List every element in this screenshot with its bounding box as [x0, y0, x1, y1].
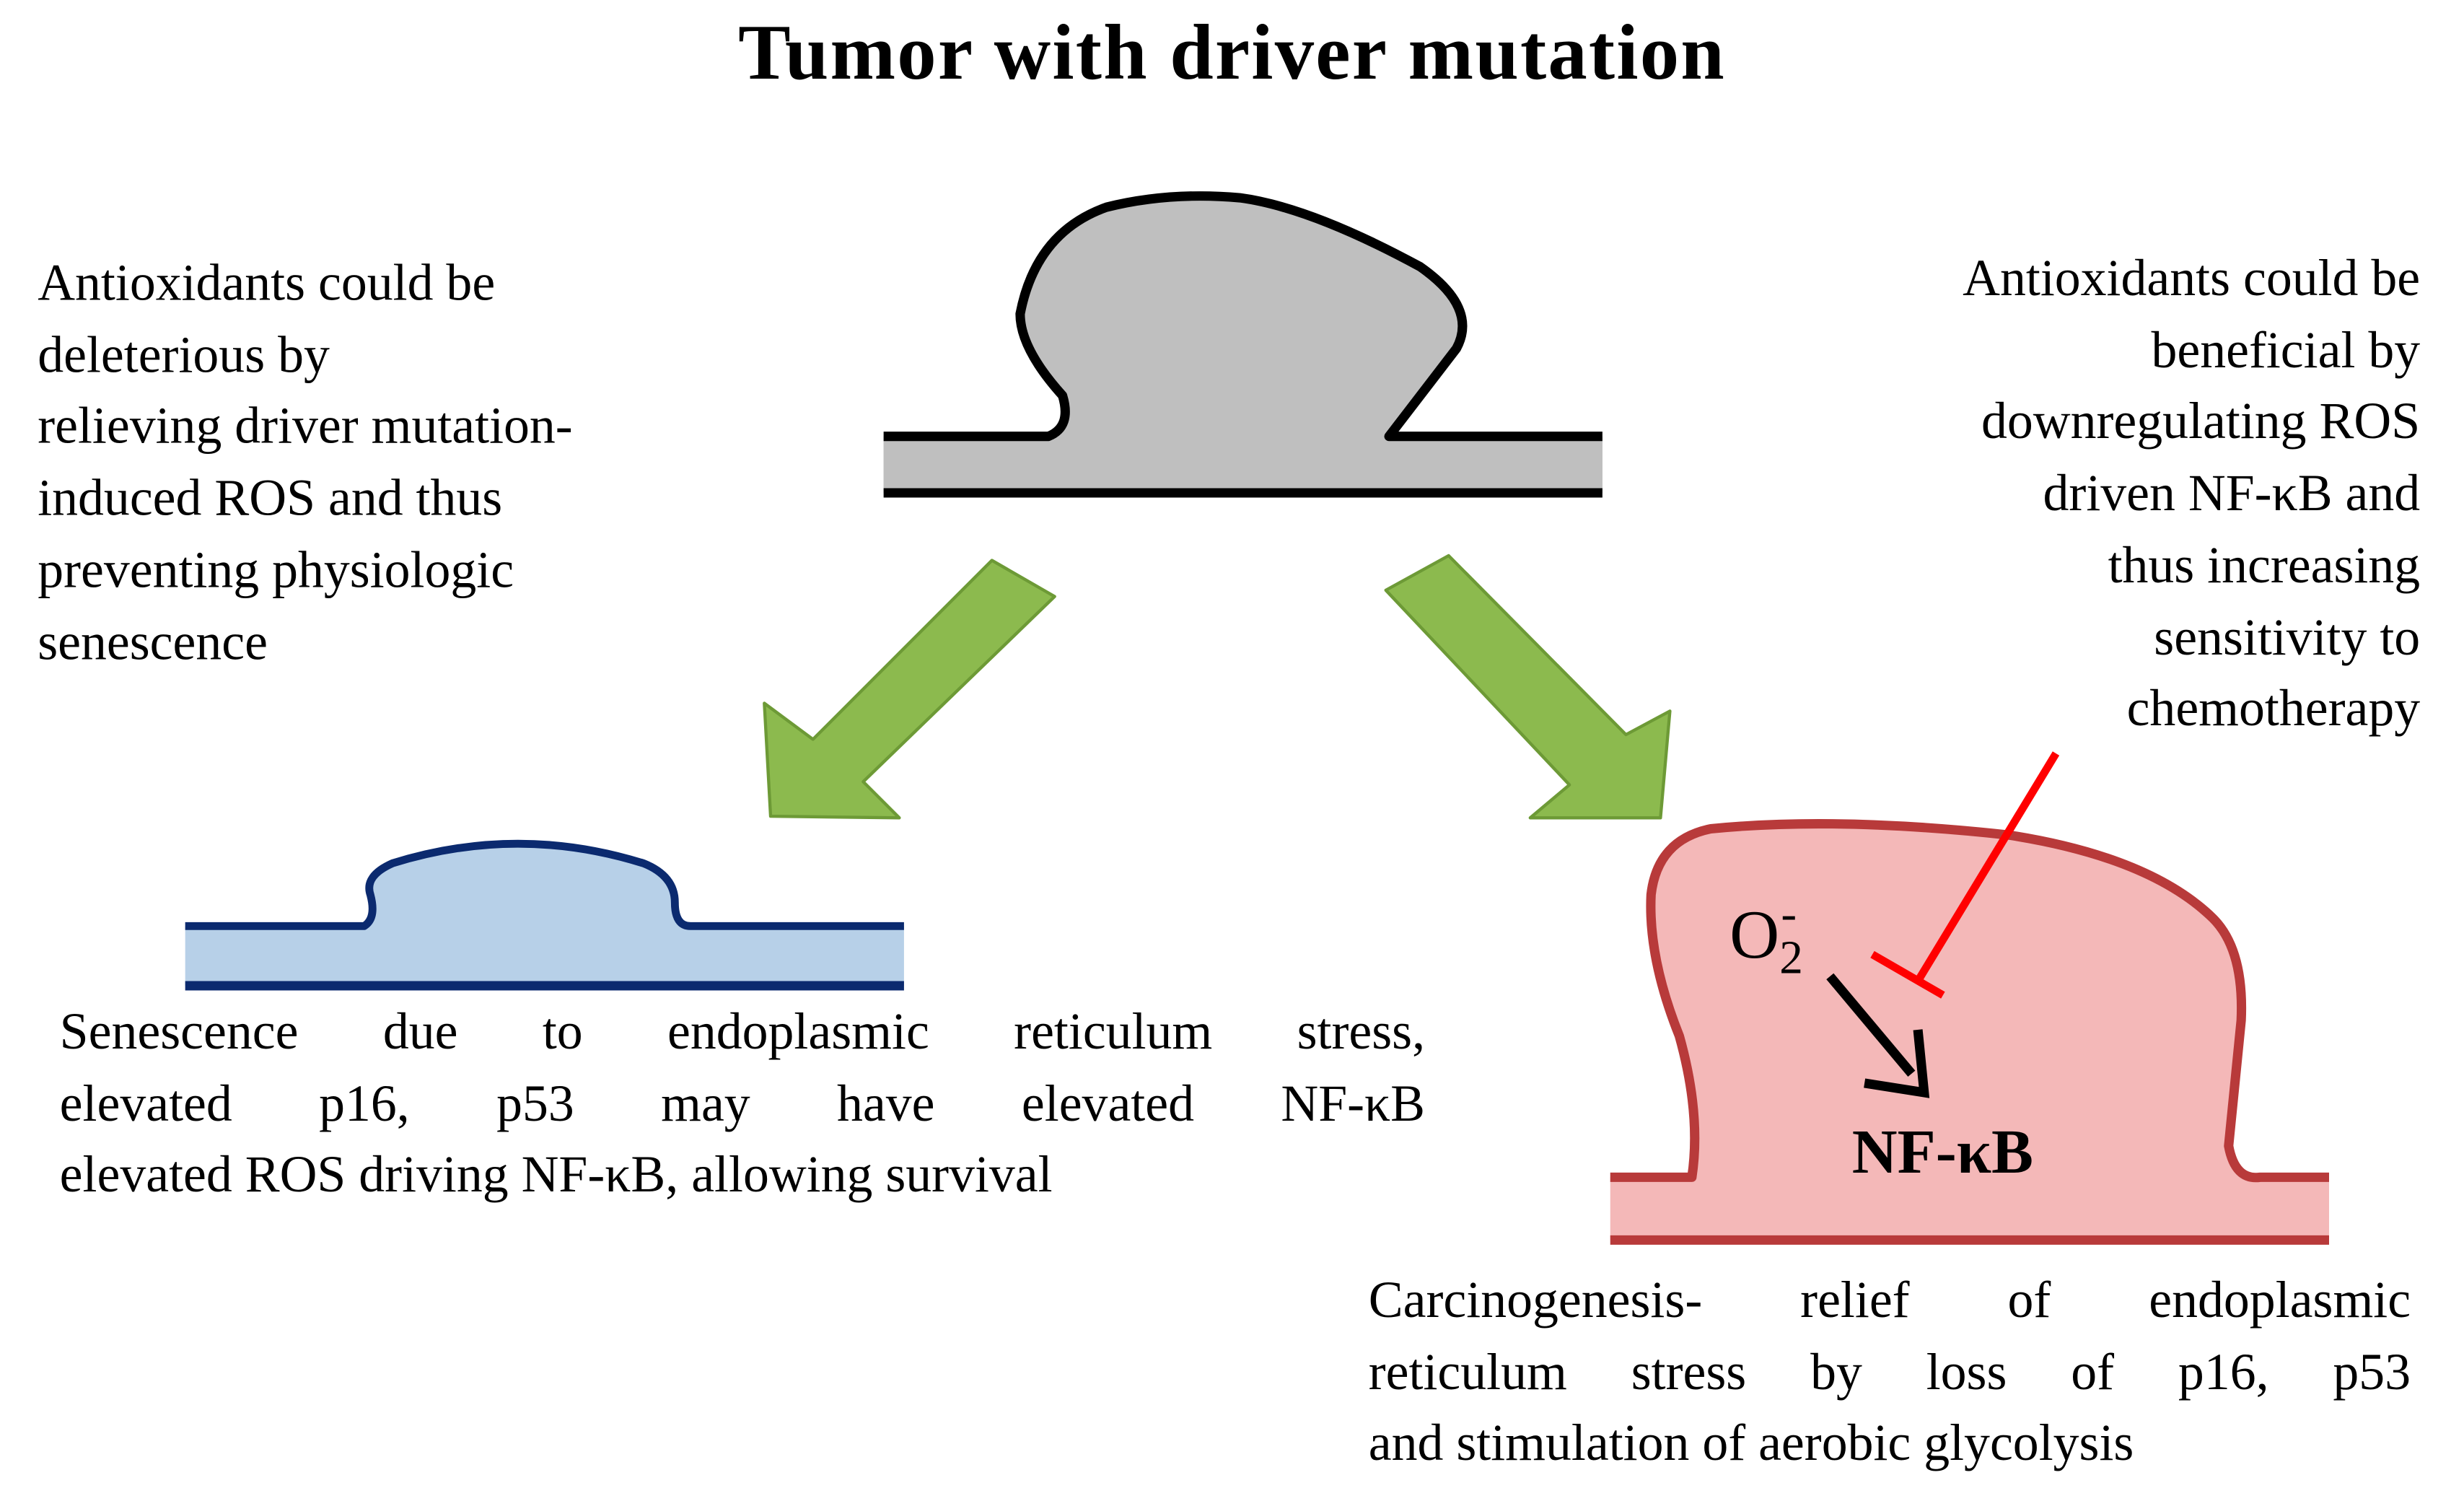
right-note-line: driven NF-κB and [2043, 466, 2421, 523]
black-arrow-shaft [1826, 973, 1916, 1077]
senescence-caption: Senescence due to endoplasmic reticulum … [60, 998, 1425, 1213]
right-note-line: beneficial by [2151, 323, 2421, 380]
carcinogenesis-caption: Carcinogenesis- relief of endoplasmic re… [1369, 1266, 2411, 1482]
right-note-line: thus increasing [2108, 538, 2421, 595]
left-note-line: senescence [38, 614, 268, 671]
right-note-line: chemotherapy [2126, 681, 2421, 738]
carcinogenesis-fill [1610, 823, 2329, 1240]
right-note-line: downregulating ROS [1981, 394, 2421, 452]
superoxide-main: O [1729, 896, 1780, 973]
right-green-arrow [1384, 553, 1672, 820]
carcinogenesis-caption-line: reticulum stress by loss of p16, p53 [1368, 1344, 2411, 1401]
senescence-outline [185, 839, 904, 930]
inhibition-line [1914, 751, 2060, 984]
left-note-line: deleterious by [38, 327, 330, 385]
left-note-line: preventing physiologic [38, 543, 514, 600]
superoxide-superscript: - [1781, 888, 1797, 940]
diagram-title: Tumor with driver mutation [738, 7, 1726, 96]
carcinogenesis-caption-line: Carcinogenesis- relief of endoplasmic [1368, 1273, 2411, 1330]
carcinogenesis-cell-shape [1610, 819, 2329, 1245]
senescence-caption-line: elevated ROS driving NF-κB, allowing sur… [59, 1147, 1053, 1205]
inhibition-bar [1870, 950, 1945, 999]
right-note-line: Antioxidants could be [1963, 251, 2421, 308]
left-note-line: Antioxidants could be [38, 255, 496, 312]
left-note-line: induced ROS and thus [38, 471, 503, 528]
right-antioxidant-note: Antioxidants could be beneficial by down… [1963, 245, 2420, 747]
tumor-bump-fill [883, 196, 1603, 494]
tumor-cell-shape [883, 191, 1603, 498]
black-arrow-head [1864, 1029, 1930, 1098]
inhibition-symbol [1870, 751, 2060, 999]
superoxide-subscript: 2 [1779, 932, 1803, 984]
carcinogenesis-outline [1610, 819, 2329, 1183]
left-green-arrow [763, 559, 1056, 820]
senescence-caption-line: elevated p16, p53 may have elevated NF-κ… [59, 1076, 1426, 1133]
o2-to-nfkb-arrow [1826, 973, 1930, 1098]
senescence-cell-shape [185, 839, 904, 991]
left-antioxidant-note: Antioxidants could be deleterious by rel… [38, 250, 573, 680]
nfkb-label: NF-κB [1851, 1116, 2034, 1187]
carcinogenesis-caption-line: and stimulation of aerobic glycolysis [1368, 1416, 2134, 1474]
left-note-line: relieving driver mutation- [38, 399, 573, 456]
tumor-outline [883, 191, 1603, 442]
senescence-caption-line: Senescence due to endoplasmic reticulum … [59, 1005, 1426, 1062]
superoxide-label: O2- [1729, 876, 1803, 999]
senescence-fill [185, 844, 904, 986]
right-note-line: sensitivity to [2154, 610, 2421, 667]
